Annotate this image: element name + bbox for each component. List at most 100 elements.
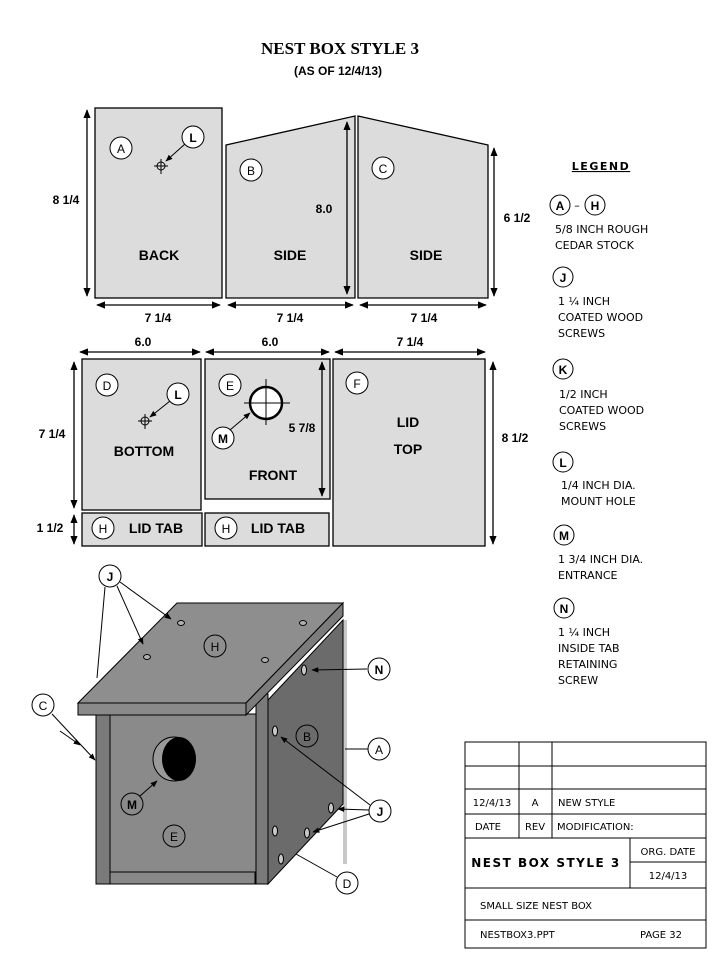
callout-letter: B [303,730,311,744]
dim-side-b-height: 8.0 [316,202,333,216]
legend-item-m: M 1 3/4 INCH DIA. ENTRANCE [553,524,643,582]
legend-text: INSIDE TAB [558,642,620,655]
callout-letter: M [127,798,137,812]
entrance-hole-icon [152,736,196,782]
callout-letter: H [211,640,220,654]
panel-name: SIDE [410,247,443,263]
panel-name: BACK [139,247,179,263]
panel-back: A L BACK [94,107,223,299]
panel-name: FRONT [249,467,298,483]
legend-dash: – [574,199,580,212]
header-modification: MODIFICATION: [557,822,634,833]
legend-item-a-h: A – H 5/8 INCH ROUGH CEDAR STOCK [549,194,648,252]
rev-date: 12/4/13 [473,798,512,809]
callout-letter: M [218,432,228,446]
legend-text: 1/4 INCH DIA. [561,479,636,492]
callout-circle [109,136,133,160]
dim-front-height: 5 7/8 [289,421,316,435]
legend-key: J [560,271,567,285]
panel-name: LID TAB [129,520,183,536]
dim-lid-height: 8 1/2 [502,431,529,445]
dim-front-width: 6.0 [262,335,279,349]
mount-hole-icon [138,414,152,429]
legend-key: H [591,199,600,213]
callout-letter: H [222,522,231,536]
entrance-hole-icon [244,379,290,425]
callout-letter: E [170,830,178,844]
callout-letter: A [375,743,383,757]
dim-back-width: 7 1/4 [145,311,172,325]
header-date: DATE [475,822,501,833]
legend: LEGEND A – H 5/8 INCH ROUGH CEDAR STOCK … [549,160,648,687]
legend-item-j: J 1 ¼ INCH COATED WOOD SCREWS [552,266,643,340]
legend-item-l: L 1/4 INCH DIA. MOUNT HOLE [552,451,636,508]
panel-lid-top: F LID TOP [332,358,486,547]
legend-key: L [559,456,566,470]
callout-letter: B [247,164,255,178]
legend-key: A [556,199,565,213]
page-subtitle: (AS OF 12/4/13) [294,64,382,78]
panel-name-line1: LID [397,414,420,430]
callout-letter: J [107,570,114,584]
callout-letter: L [174,388,181,402]
callout-letter: E [226,379,234,393]
panel-side-b: B 8.0 SIDE [225,115,356,299]
legend-item-k: K 1/2 INCH COATED WOOD SCREWS [552,358,644,433]
dim-side-c-height: 6 1/2 [504,211,531,225]
callout-letter: D [103,379,112,393]
org-date-label: ORG. DATE [641,847,696,858]
file-name: NESTBOX3.PPT [480,930,556,941]
legend-text: SCREWS [559,420,606,433]
legend-text: 1 3/4 INCH DIA. [558,553,643,566]
callout-letter: J [377,805,384,819]
panel-name: LID TAB [251,520,305,536]
dim-lid-tab-height: 1 1/2 [37,521,64,535]
legend-text: COATED WOOD [559,404,644,417]
panel-name: SIDE [274,247,307,263]
panel-name: BOTTOM [114,443,174,459]
rev-modification: NEW STYLE [558,798,615,809]
legend-text: ENTRANCE [558,569,618,582]
callout-letter: D [343,877,352,891]
legend-text: 1/2 INCH [559,388,608,401]
page-number: PAGE 32 [640,930,682,941]
legend-text: SCREW [558,674,598,687]
legend-text: COATED WOOD [558,311,643,324]
dim-back-height: 8 1/4 [53,193,80,207]
legend-text: SCREWS [558,327,605,340]
callout-letter: C [39,699,48,713]
panel-bottom: D L BOTTOM [81,358,202,511]
legend-key: K [559,363,568,377]
legend-heading: LEGEND [572,160,630,173]
callout-letter: F [353,377,360,391]
dim-lid-width: 7 1/4 [397,335,424,349]
header-rev: REV [525,822,545,833]
legend-text: 5/8 INCH ROUGH [555,223,648,236]
dim-bottom-width: 6.0 [135,335,152,349]
panel-name-line2: TOP [394,441,423,457]
legend-text: CEDAR STOCK [555,239,635,252]
assembled-nest-box: J H C N B A M E J D [31,564,392,895]
dim-side-b-width: 7 1/4 [277,311,304,325]
legend-text: 1 ¼ INCH [558,295,610,308]
panel-lid-tab-2: H LID TAB [204,512,330,547]
callout-letter: H [99,522,108,536]
org-date: 12/4/13 [649,871,688,882]
dim-bottom-height: 7 1/4 [39,427,66,441]
callout-letter: C [379,162,388,176]
legend-text: 1 ¼ INCH [558,626,610,639]
title-block: 12/4/13 A NEW STYLE DATE REV MODIFICATIO… [464,741,707,949]
panel-lid-tab-1: H LID TAB [81,512,203,547]
legend-key: M [559,529,569,543]
drawing-title: NEST BOX STYLE 3 [471,856,620,870]
rev-letter: A [532,798,539,809]
callout-letter: N [375,663,384,677]
legend-text: MOUNT HOLE [561,495,636,508]
dim-side-c-width: 7 1/4 [411,311,438,325]
callout-letter: L [189,131,196,145]
callout-letter: A [117,142,125,156]
panel-side-c: C SIDE [357,115,489,299]
page-title: NEST BOX STYLE 3 [261,39,419,58]
legend-text: RETAINING [558,658,617,671]
